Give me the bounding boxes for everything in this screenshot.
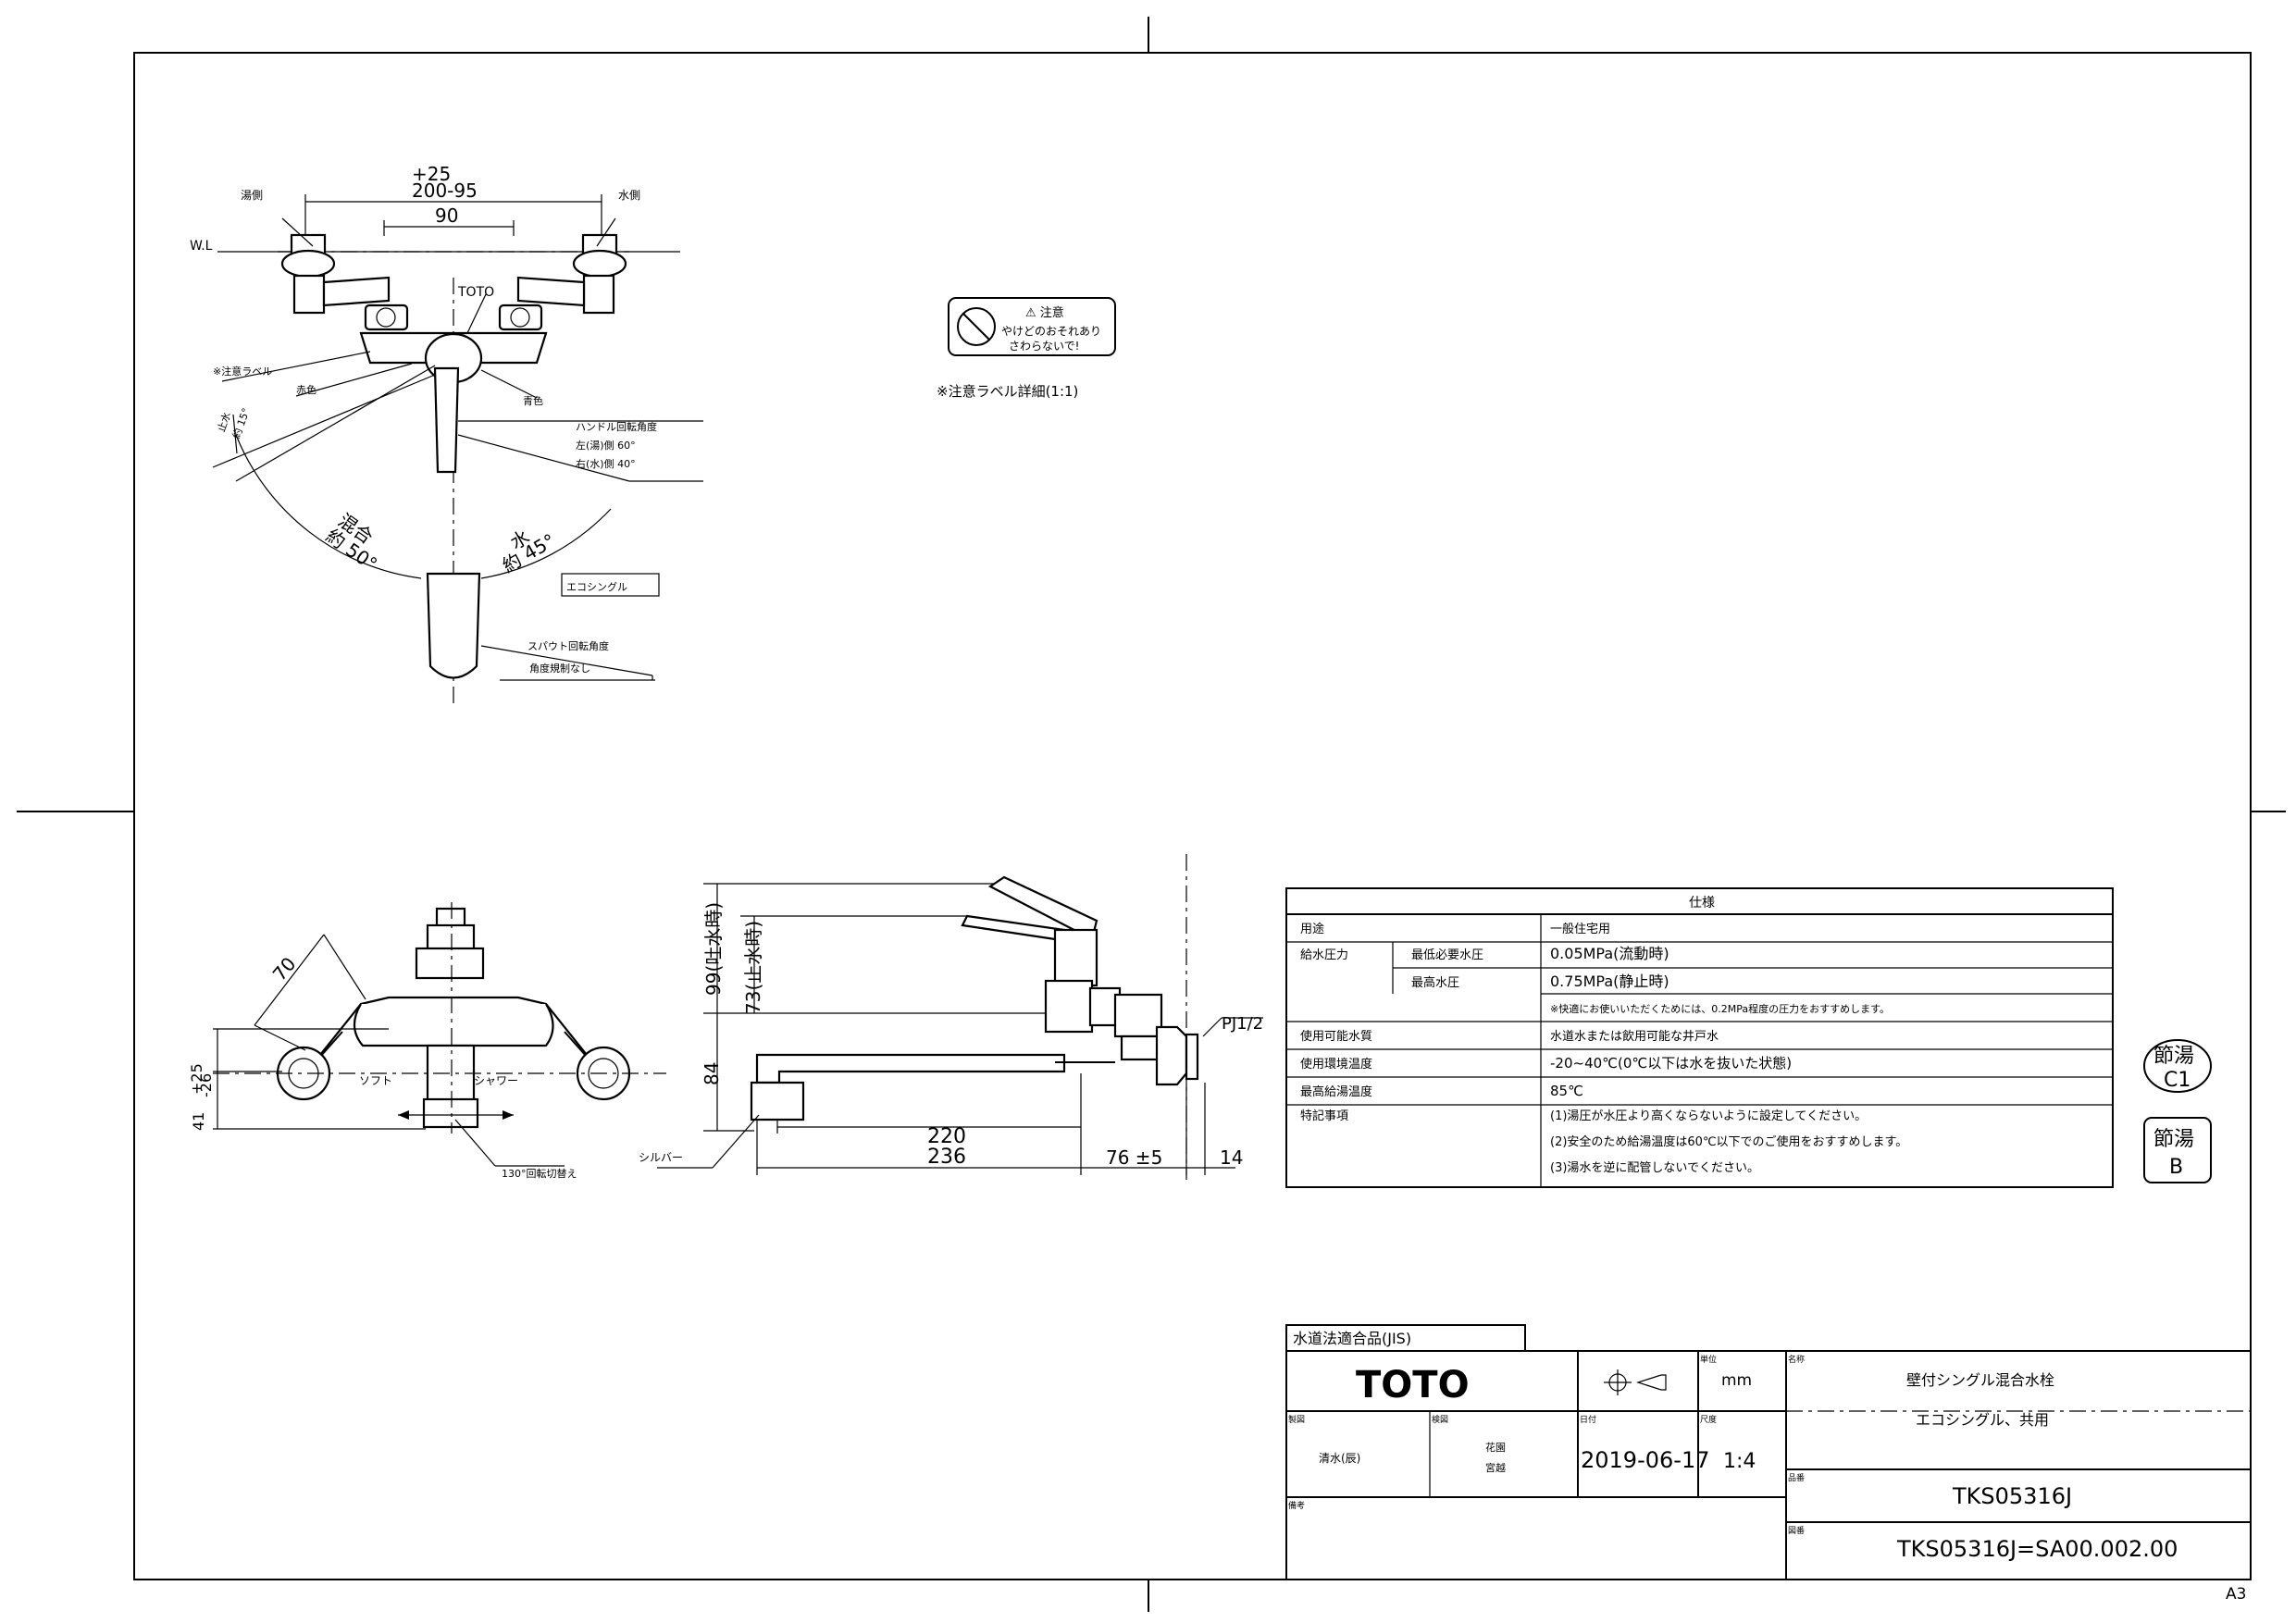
no-touch-icon — [957, 307, 996, 346]
label-silver: シルバー — [639, 1151, 683, 1164]
label-hot-side: 湯側 — [241, 189, 263, 202]
spec-row3-value: ※快適にお使いいただくためには、0.2MPa程度の圧力をおすすめします。 — [1550, 1002, 1890, 1015]
label-eco-single: エコシングル — [566, 580, 627, 593]
label-soft-mode: ソフト — [359, 1074, 392, 1087]
spec-row2-sub: 最高水圧 — [1411, 975, 1459, 990]
spec-title: 仕様 — [1689, 896, 1715, 911]
label-handle-left: 左(湯)側 60° — [576, 440, 636, 452]
spec-row7-value: (1)湯圧が水圧より高くならないように設定してください。 — [1550, 1109, 1867, 1123]
dim-70: 70 — [268, 953, 301, 985]
jis-label: 水道法適合品(JIS) — [1293, 1330, 1411, 1347]
label-shower-mode: シャワー — [474, 1074, 518, 1087]
spec-row1-label: 給水圧力 — [1300, 948, 1348, 962]
drawing-number: TKS05316J=SA00.002.00 — [1896, 1536, 2178, 1562]
dim-76: 76 ±5 — [1106, 1146, 1162, 1169]
badge-b-top: 節湯 — [2153, 1128, 2194, 1151]
designer-name: 清水(辰) — [1319, 1452, 1360, 1465]
title-block: 水道法適合品(JIS) TOTO 単位 mm 名称 壁付シングル混合水栓 エコシ… — [1285, 1324, 2252, 1604]
dim-tolerance-25: +25 — [188, 1063, 205, 1095]
label-red: 赤色 — [296, 383, 316, 396]
spec-row1-value: 0.05MPa(流動時) — [1550, 945, 1669, 962]
dim-tolerance-26: -26 — [197, 1073, 215, 1097]
badge-c1-top: 節湯 — [2153, 1045, 2194, 1068]
label-pj-thread: PJ1/2 — [1222, 1014, 1263, 1034]
product-subname: エコシングル、共用 — [1916, 1411, 2049, 1429]
model-number: TKS05316J — [1952, 1483, 2072, 1509]
badge-c1 — [2143, 1039, 2212, 1093]
spec-row4-value: 水道水または飲用可能な井戸水 — [1550, 1029, 1719, 1044]
caution-line1: やけどのおそれあり — [1001, 325, 1101, 338]
note-label: 備考 — [1288, 1500, 1305, 1511]
spec-row6-label: 最高給湯温度 — [1300, 1084, 1372, 1099]
dim-14: 14 — [1220, 1146, 1243, 1169]
unit-value: mm — [1721, 1371, 1752, 1390]
badge-c1-bottom: C1 — [2164, 1069, 2191, 1092]
badge-b-bottom: B — [2169, 1156, 2183, 1179]
toto-logo: TOTO — [1356, 1364, 1470, 1406]
label-toto: TOTO — [457, 285, 494, 300]
caution-label-detail: ⚠ 注意 やけどのおそれあり さわらないで! ※注意ラベル詳細(1:1) — [937, 297, 1116, 400]
label-handle-right: 右(水)側 40° — [576, 457, 636, 470]
dim-inner-width: 90 — [435, 204, 458, 227]
front-view-drawing — [213, 902, 666, 1167]
spec-row8-value: (2)安全のため給湯温度は60℃以下でのご使用をおすすめします。 — [1550, 1134, 1907, 1149]
caution-title: ⚠ 注意 — [1025, 305, 1064, 320]
side-view-labels: 99(吐水時) 73(止水時) 84 220 236 76 ±5 14 PJ1/… — [639, 902, 1263, 1169]
checker-name-2: 宮越 — [1485, 1461, 1506, 1474]
label-spout-rotation: スパウト回転角度 — [527, 639, 609, 652]
dim-236: 236 — [927, 1146, 966, 1169]
caution-line2: さわらないで! — [1009, 340, 1079, 353]
label-handle-rotation: ハンドル回転角度 — [576, 420, 657, 433]
spec-row0-value: 一般住宅用 — [1550, 922, 1610, 936]
spec-row6-value: 85℃ — [1550, 1083, 1583, 1099]
spec-row0-label: 用途 — [1300, 922, 1324, 936]
name-label: 名称 — [1788, 1354, 1805, 1365]
date-label: 日付 — [1580, 1415, 1596, 1425]
label-cold-side: 水側 — [618, 189, 640, 202]
product-name: 壁付シングル混合水栓 — [1906, 1371, 2054, 1389]
dim-41: 41 — [190, 1112, 207, 1131]
spec-row7-label: 特記事項 — [1300, 1109, 1348, 1123]
checker-name-1: 花園 — [1485, 1442, 1506, 1454]
drawing-date: 2019-06-17 — [1581, 1447, 1709, 1473]
dim-99-dispensing: 99(吐水時) — [702, 902, 725, 996]
spec-row1-sub: 最低必要水圧 — [1411, 948, 1483, 962]
top-view-drawing — [212, 194, 703, 703]
drawing-scale: 1:4 — [1723, 1450, 1756, 1473]
label-rotate-switch: 130°回転切替え — [502, 1167, 577, 1180]
label-blue: 青色 — [523, 394, 543, 407]
spec-row9-value: (3)湯水を逆に配管しないでください。 — [1550, 1160, 1759, 1175]
dim-73-closed: 73(止水時) — [742, 921, 764, 1014]
label-water-level: W.L — [190, 239, 213, 254]
water-saving-badges: 節湯 C1 節湯 B — [2143, 1039, 2212, 1183]
label-caution-sticker: ※注意ラベル — [213, 365, 272, 378]
designer-label: 製図 — [1288, 1414, 1305, 1425]
sheet-frame — [17, 17, 2286, 1612]
paper-size: A3 — [2226, 1585, 2246, 1604]
label-spout-no-limit: 角度規制なし — [529, 662, 590, 675]
spec-row5-value: -20~40℃(0℃以下は水を抜いた状態) — [1550, 1055, 1792, 1072]
unit-label: 単位 — [1700, 1354, 1717, 1365]
checker-label: 検図 — [1432, 1414, 1448, 1425]
scale-label: 尺度 — [1700, 1414, 1717, 1425]
spec-row2-value: 0.75MPa(静止時) — [1550, 973, 1669, 990]
dim-total-width: 200-95 — [412, 180, 478, 202]
label-closed: 止水 — [215, 411, 233, 434]
spec-row5-label: 使用環境温度 — [1300, 1057, 1372, 1072]
drawing-number-label: 図番 — [1788, 1525, 1805, 1536]
caution-caption: ※注意ラベル詳細(1:1) — [937, 383, 1078, 400]
spec-table: 仕様 用途 一般住宅用 給水圧力 最低必要水圧 0.05MPa(流動時) 最高水… — [1285, 887, 2114, 1188]
label-closed-angle: 約 15° — [230, 406, 253, 440]
dim-total-tolerance: +25 — [412, 163, 451, 185]
model-label: 品番 — [1788, 1472, 1805, 1483]
dim-84: 84 — [701, 1062, 723, 1085]
spec-row4-label: 使用可能水質 — [1300, 1029, 1372, 1044]
badge-b — [2143, 1117, 2212, 1183]
dim-220: 220 — [927, 1125, 966, 1148]
side-view-drawing — [657, 854, 1263, 1180]
